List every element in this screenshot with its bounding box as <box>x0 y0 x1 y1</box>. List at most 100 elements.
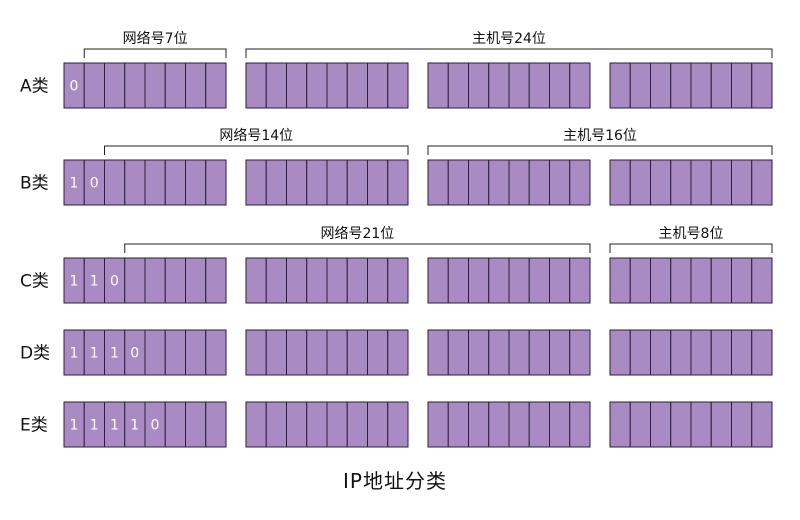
bit-cell <box>609 62 631 109</box>
bit-cell <box>650 62 672 109</box>
bit-cell <box>205 159 227 206</box>
bit-cell <box>367 62 389 109</box>
bit-cell <box>265 329 287 376</box>
bit-cell <box>731 329 753 376</box>
bit-cell <box>387 257 409 304</box>
bit-cell <box>104 159 126 206</box>
bit-cell <box>245 329 267 376</box>
bit-cell <box>306 257 328 304</box>
bit-cell <box>144 159 166 206</box>
bit-cell <box>164 159 186 206</box>
bit-cell <box>83 62 105 109</box>
bit-cell <box>751 62 773 109</box>
prefix-bit-value: 0 <box>130 346 139 362</box>
bit-cell <box>670 257 692 304</box>
bit-cell <box>124 62 146 109</box>
bit-cell <box>265 257 287 304</box>
bit-cell <box>427 329 449 376</box>
bit-cell <box>468 159 490 206</box>
field-brace: 主机号24位 <box>245 31 773 58</box>
bit-cell <box>468 401 490 448</box>
bit-cell <box>508 62 530 109</box>
octet-block <box>609 401 773 448</box>
brace-bracket-line <box>609 243 773 253</box>
field-width-label: 网络号21位 <box>320 226 394 242</box>
bit-cell <box>609 257 631 304</box>
bit-cell <box>205 401 227 448</box>
bit-cell <box>387 159 409 206</box>
bit-cell <box>549 329 571 376</box>
bit-cell <box>609 159 631 206</box>
bit-cell <box>144 329 166 376</box>
bit-cell <box>265 62 287 109</box>
bit-cell <box>447 329 469 376</box>
bit-cell <box>690 257 712 304</box>
bit-cell <box>387 401 409 448</box>
bit-cell <box>185 329 207 376</box>
bit-cell <box>731 159 753 206</box>
bit-cell <box>488 159 510 206</box>
octet-block <box>609 159 773 206</box>
bit-cell <box>549 159 571 206</box>
bit-cell <box>326 62 348 109</box>
bit-cell <box>245 159 267 206</box>
brace-bracket-line <box>104 145 409 155</box>
prefix-bit-value: 1 <box>90 346 99 362</box>
bit-cell <box>569 62 591 109</box>
bit-cell <box>549 62 571 109</box>
field-width-label: 网络号7位 <box>123 31 188 47</box>
octet-block <box>609 257 773 304</box>
prefix-bit-value: 1 <box>130 418 139 434</box>
bit-cell <box>488 257 510 304</box>
bit-cell <box>306 62 328 109</box>
octet-block <box>427 257 591 304</box>
prefix-bit-value: 1 <box>90 418 99 434</box>
prefix-bit-value: 1 <box>90 274 99 290</box>
bit-cell <box>710 257 732 304</box>
field-brace: 主机号8位 <box>609 226 773 253</box>
bit-cell <box>286 159 308 206</box>
bit-cell <box>185 159 207 206</box>
octet-block <box>245 159 409 206</box>
bit-cell <box>670 401 692 448</box>
bit-cell <box>468 62 490 109</box>
octet-block <box>245 62 409 109</box>
bit-cell <box>427 257 449 304</box>
field-width-label: 网络号14位 <box>219 128 293 144</box>
bit-cell <box>367 329 389 376</box>
field-brace: 网络号21位 <box>124 226 591 253</box>
bit-cell <box>670 62 692 109</box>
bit-cell <box>326 159 348 206</box>
bit-cell <box>265 159 287 206</box>
row-class-label: B类 <box>20 174 49 194</box>
bit-cell <box>650 159 672 206</box>
bit-cell <box>286 62 308 109</box>
brace-bracket-line <box>245 48 773 58</box>
octet-block <box>427 62 591 109</box>
bit-cell <box>751 401 773 448</box>
bit-cell <box>447 159 469 206</box>
bit-cell <box>387 62 409 109</box>
bit-cell <box>427 401 449 448</box>
bit-cell <box>488 62 510 109</box>
prefix-bit-value: 1 <box>70 418 79 434</box>
octet-block <box>427 159 591 206</box>
bit-cell <box>731 257 753 304</box>
bit-cell <box>528 329 550 376</box>
brace-bracket-line <box>124 243 591 253</box>
row-class-label: D类 <box>20 344 50 364</box>
bit-cell <box>447 62 469 109</box>
bit-cell <box>164 62 186 109</box>
bit-cell <box>569 257 591 304</box>
row-class-label: A类 <box>20 77 49 97</box>
field-width-label: 主机号8位 <box>659 226 724 242</box>
bit-cell <box>185 257 207 304</box>
bit-cell <box>144 257 166 304</box>
bit-cell <box>710 329 732 376</box>
bit-cell <box>306 159 328 206</box>
bit-cell <box>346 257 368 304</box>
